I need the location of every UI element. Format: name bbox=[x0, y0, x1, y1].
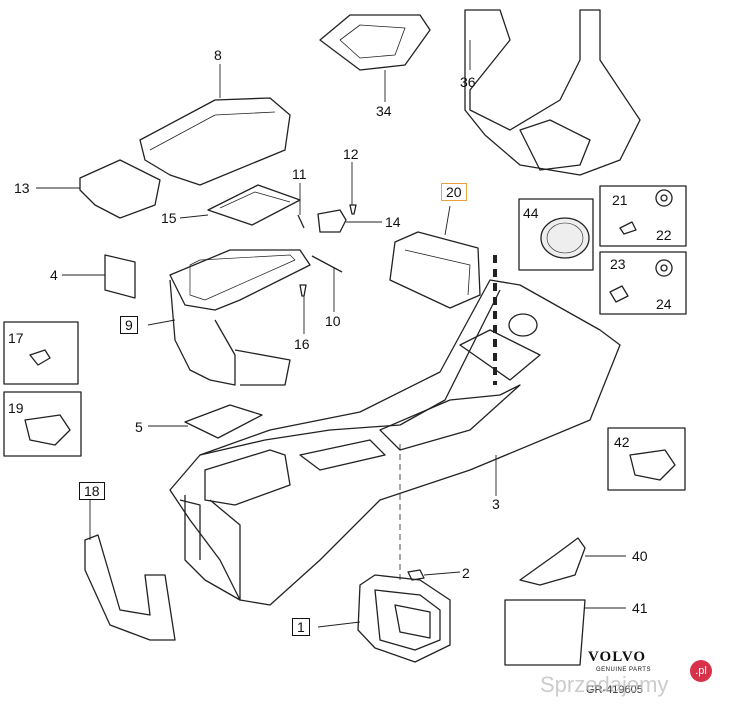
callout-10: 10 bbox=[325, 313, 341, 329]
mat-5 bbox=[184, 404, 263, 439]
callout-2: 2 bbox=[462, 565, 470, 581]
callout-12: 12 bbox=[343, 146, 359, 162]
trim-frame-36 bbox=[464, 9, 641, 176]
detail-box-19 bbox=[3, 391, 82, 457]
armrest-lid bbox=[139, 97, 291, 186]
callout-5: 5 bbox=[135, 419, 143, 435]
callout-16: 16 bbox=[294, 336, 310, 352]
callout-21: 21 bbox=[612, 192, 628, 208]
storage-frame bbox=[169, 249, 311, 386]
brand-subtitle: GENUINE PARTS bbox=[596, 667, 651, 673]
screw-16 bbox=[299, 284, 307, 297]
tray-34 bbox=[319, 14, 431, 71]
detail-box-21-22 bbox=[599, 185, 687, 247]
center-console-body bbox=[169, 279, 621, 606]
callout-3: 3 bbox=[492, 496, 500, 512]
callout-18: 18 bbox=[79, 482, 105, 500]
callout-41: 41 bbox=[632, 600, 648, 616]
insert-tray bbox=[207, 184, 301, 226]
callout-4: 4 bbox=[50, 267, 58, 283]
callout-14: 14 bbox=[385, 214, 401, 230]
console-bracket bbox=[357, 574, 451, 663]
spring-11 bbox=[297, 214, 305, 229]
callout-17: 17 bbox=[8, 330, 24, 346]
callout-1: 1 bbox=[292, 618, 310, 636]
callout-19: 19 bbox=[8, 400, 24, 416]
callout-34: 34 bbox=[376, 103, 392, 119]
callout-40: 40 bbox=[632, 548, 648, 564]
detail-box-42 bbox=[607, 427, 686, 491]
latch bbox=[317, 209, 347, 233]
detail-box-23-24 bbox=[599, 251, 687, 315]
callout-42: 42 bbox=[614, 434, 630, 450]
side-panel-18 bbox=[84, 534, 176, 641]
bracket-4 bbox=[104, 254, 136, 299]
armrest-hinge-cover bbox=[79, 159, 161, 219]
callout-36: 36 bbox=[460, 74, 476, 90]
speaker-cover-44 bbox=[540, 217, 590, 259]
detail-box-17 bbox=[3, 321, 79, 385]
trim-40 bbox=[519, 537, 586, 586]
callout-15: 15 bbox=[161, 210, 177, 226]
clip-part bbox=[407, 569, 425, 581]
callout-22: 22 bbox=[656, 227, 672, 243]
tray-20 bbox=[389, 231, 481, 309]
brand-logo: VOLVO bbox=[588, 649, 647, 665]
screw-12 bbox=[349, 204, 357, 215]
callout-23: 23 bbox=[610, 256, 626, 272]
callout-24: 24 bbox=[656, 296, 672, 312]
watermark-text: Sprzedajemy bbox=[540, 672, 669, 697]
leader-lines bbox=[36, 40, 626, 628]
panel-41 bbox=[504, 599, 586, 666]
callout-11: 11 bbox=[292, 166, 307, 182]
callout-9: 9 bbox=[120, 316, 138, 334]
rod-10 bbox=[311, 255, 343, 273]
callout-13: 13 bbox=[14, 180, 30, 196]
callout-44: 44 bbox=[523, 205, 539, 221]
callout-20: 20 bbox=[441, 183, 467, 201]
callout-8: 8 bbox=[214, 47, 222, 63]
drawing-id: GR-419605 bbox=[586, 684, 643, 696]
watermark-badge: .pl bbox=[690, 660, 712, 682]
